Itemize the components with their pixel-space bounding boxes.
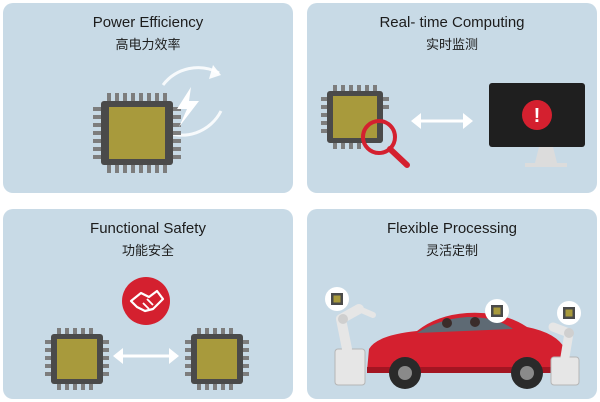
alert-glyph: !	[534, 105, 541, 127]
handshake-icon	[122, 277, 170, 325]
chip-badge-left	[325, 287, 349, 311]
chip-icon-right	[185, 328, 249, 390]
panel-title-en: Power Efficiency	[92, 14, 204, 31]
power-efficiency-illustration	[93, 65, 223, 173]
panel-real-time-computing: Real- time Computing 实时监测	[307, 3, 597, 193]
sports-car-icon	[367, 312, 567, 389]
panel-flexible-processing: Flexible Processing 灵活定制	[307, 209, 597, 399]
panel-title-zh: 实时监测	[425, 37, 478, 52]
flexible-processing-illustration	[325, 287, 581, 389]
panel-title-zh: 灵活定制	[425, 243, 478, 258]
panel-title-en: Real- time Computing	[379, 14, 525, 31]
chip-icon	[93, 93, 181, 173]
chip-badge-right	[557, 301, 581, 325]
robot-arm-icon-left	[334, 304, 376, 386]
chip-badge-middle	[485, 299, 509, 323]
chip-icon	[321, 85, 389, 149]
lightning-bolt-icon	[177, 87, 199, 127]
double-arrow-icon	[411, 113, 473, 129]
robot-arm-icon-right	[548, 322, 580, 386]
double-arrow-icon	[113, 348, 179, 364]
functional-safety-illustration	[45, 277, 249, 390]
chip-icon-left	[45, 328, 109, 390]
panel-title-en: Functional Safety	[90, 220, 206, 237]
real-time-computing-illustration: !	[321, 83, 585, 168]
magnifier-icon	[361, 119, 410, 168]
panel-title-zh: 功能安全	[121, 243, 174, 258]
panel-title-en: Flexible Processing	[386, 220, 518, 237]
panel-power-efficiency: Power Efficiency 高电力效率	[3, 3, 293, 193]
panel-title-zh: 高电力效率	[115, 37, 181, 52]
panel-functional-safety: Functional Safety 功能安全	[3, 209, 293, 399]
monitor-alert-icon: !	[489, 83, 585, 167]
